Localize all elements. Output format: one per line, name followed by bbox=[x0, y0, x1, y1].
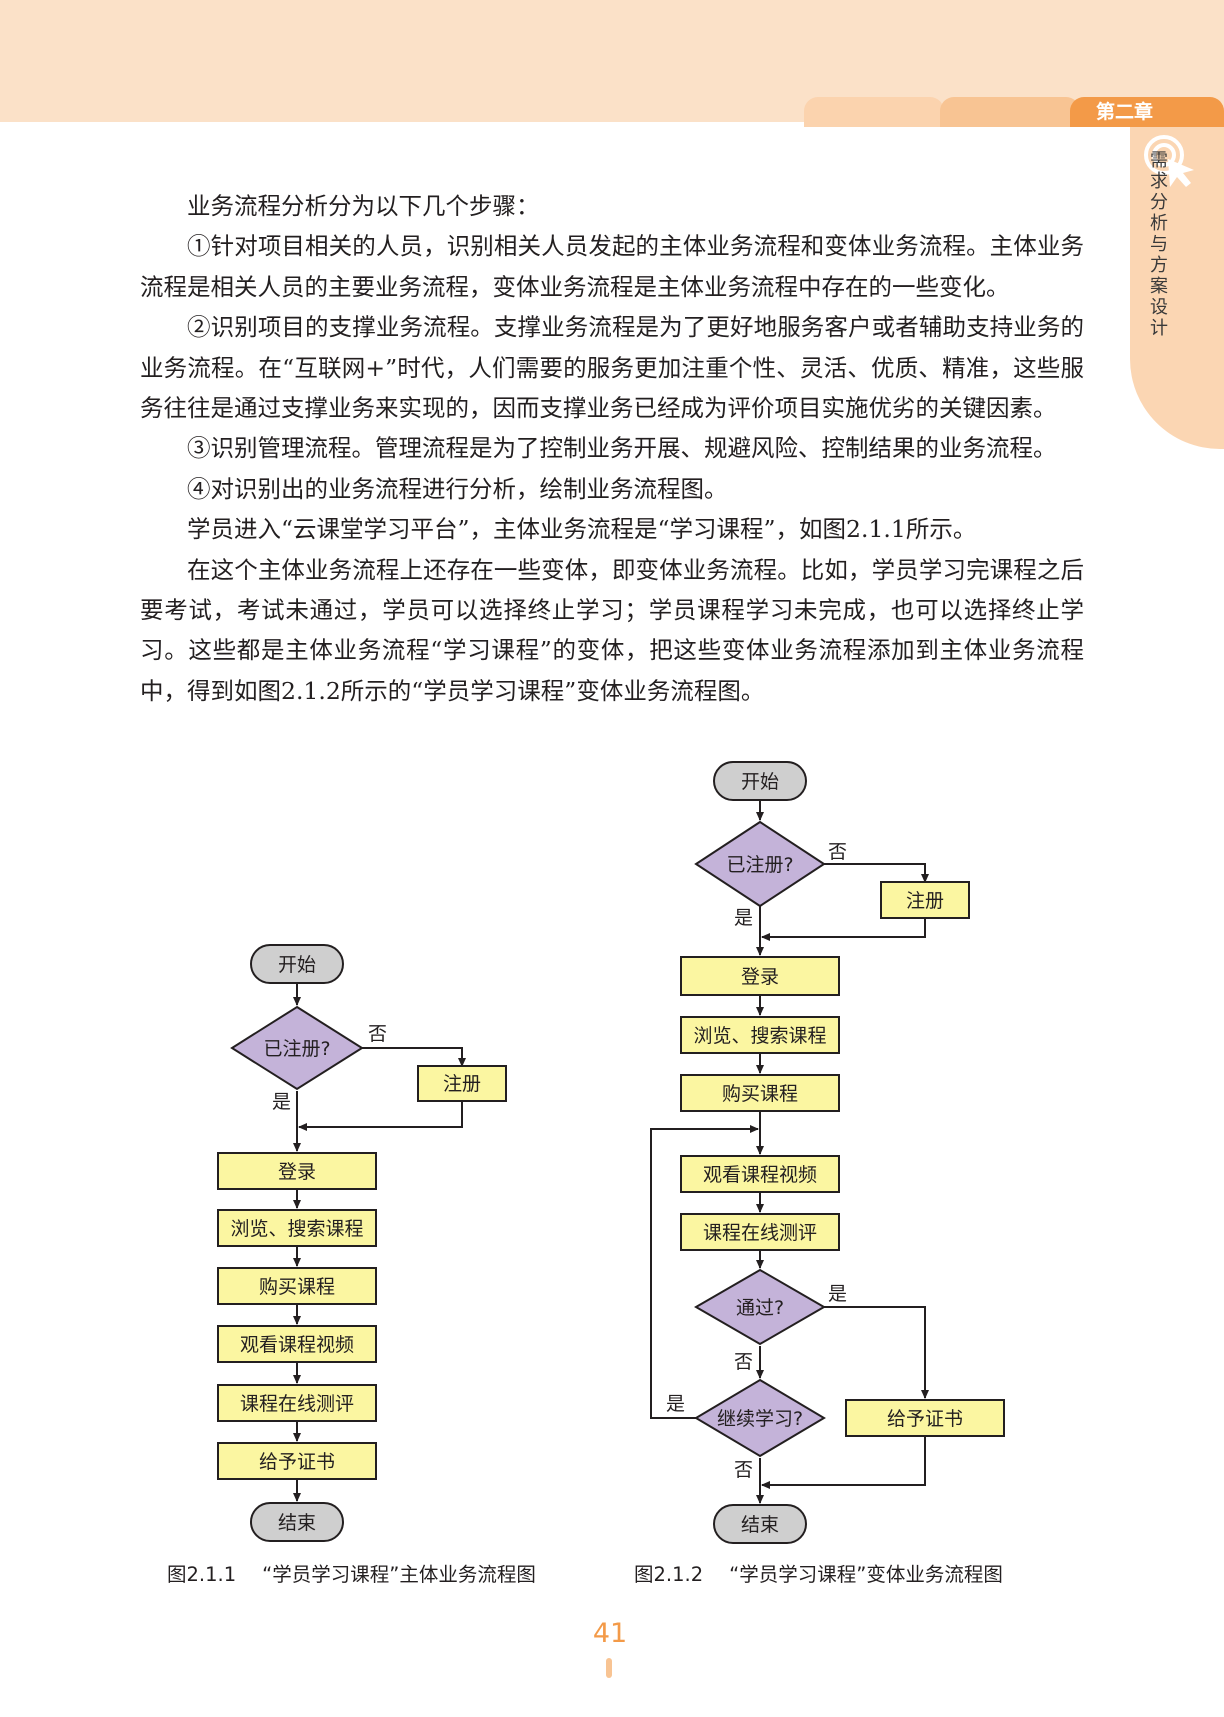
fig2-step-box bbox=[680, 1213, 840, 1251]
paragraph: ③识别管理流程。管理流程是为了控制业务开展、规避风险、控制结果的业务流程。 bbox=[187, 434, 1057, 463]
fig1-register-label: 注册 bbox=[443, 1073, 481, 1095]
fig2-register-box bbox=[880, 881, 970, 919]
fig2-certificate-label: 给予证书 bbox=[887, 1408, 963, 1430]
fig1-step-label: 给予证书 bbox=[259, 1451, 335, 1473]
fig2-pass-no-label: 否 bbox=[734, 1351, 753, 1373]
fig2-end-terminal bbox=[713, 1504, 807, 1544]
fig2-pass-decision bbox=[694, 1268, 826, 1346]
fig2-step-box bbox=[680, 1016, 840, 1054]
chapter-tab: 第二章 bbox=[1070, 97, 1224, 127]
fig2-no-label: 否 bbox=[828, 841, 847, 863]
fig1-step-label: 登录 bbox=[278, 1161, 316, 1183]
fig1-start-label: 开始 bbox=[278, 954, 316, 976]
fig2-continue-label: 继续学习? bbox=[717, 1408, 803, 1430]
fig1-step-label: 课程在线测评 bbox=[240, 1393, 354, 1415]
body-text: 业务流程分析分为以下几个步骤： ①针对项目相关的人员，识别相关人员发起的主体业务… bbox=[140, 186, 1084, 711]
fig2-continue-decision bbox=[694, 1378, 826, 1458]
figure1-caption-text: “学员学习课程”主体业务流程图 bbox=[262, 1563, 536, 1586]
fig2-continue-no-label: 否 bbox=[734, 1459, 753, 1481]
figure2-caption-number: 图2.1.2 bbox=[634, 1563, 704, 1586]
paragraph: 在这个主体业务流程上还存在一些变体，即变体业务流程。比如，学员学习完课程之后要考… bbox=[140, 555, 1084, 705]
fig1-end-label: 结束 bbox=[278, 1512, 316, 1534]
paragraph: ②识别项目的支撑业务流程。支撑业务流程是为了更好地服务客户或者辅助支持业务的业务… bbox=[140, 313, 1084, 423]
fig2-certificate-box bbox=[845, 1399, 1005, 1437]
paragraph: 学员进入“云课堂学习平台”，主体业务流程是“学习课程”，如图2.1.1所示。 bbox=[187, 515, 977, 544]
cursor-click-icon bbox=[1144, 135, 1194, 187]
fig1-step-label: 浏览、搜索课程 bbox=[230, 1218, 363, 1240]
page-number-tick bbox=[606, 1658, 612, 1678]
fig2-register-label: 注册 bbox=[906, 890, 944, 912]
header-tab-decor-2 bbox=[940, 97, 1080, 127]
fig1-registered-decision bbox=[230, 1005, 364, 1091]
fig2-step-box bbox=[680, 1155, 840, 1193]
paragraph: 业务流程分析分为以下几个步骤： bbox=[187, 192, 540, 220]
side-chapter-panel bbox=[1130, 127, 1224, 449]
fig2-step-box bbox=[680, 1074, 840, 1112]
fig2-step-label: 课程在线测评 bbox=[703, 1222, 817, 1244]
fig2-step-label: 观看课程视频 bbox=[703, 1164, 817, 1186]
fig2-pass-label: 通过? bbox=[736, 1297, 784, 1319]
fig2-pass-yes-label: 是 bbox=[828, 1283, 847, 1305]
fig1-step-box bbox=[217, 1209, 377, 1247]
fig2-end-label: 结束 bbox=[741, 1514, 779, 1536]
figure2-caption-text: “学员学习课程”变体业务流程图 bbox=[729, 1563, 1003, 1586]
fig1-step-label: 购买课程 bbox=[259, 1276, 335, 1298]
fig2-step-box bbox=[680, 956, 840, 996]
fig1-step-box bbox=[217, 1152, 377, 1190]
fig2-step-label: 购买课程 bbox=[722, 1083, 798, 1105]
fig2-registered-decision bbox=[694, 820, 826, 908]
figure2-flowchart: 开始 已注册? 否 是 注册 登录 浏览、搜索课程 购买课程 观看课程视频 课程… bbox=[666, 761, 1005, 1544]
paragraph: ④对识别出的业务流程进行分析，绘制业务流程图。 bbox=[187, 474, 728, 503]
paragraph: ①针对项目相关的人员，识别相关人员发起的主体业务流程和变体业务流程。主体业务流程… bbox=[140, 232, 1084, 301]
header-tab-decor-1 bbox=[804, 97, 944, 127]
figure1-caption: 图2.1.1 “学员学习课程”主体业务流程图 bbox=[167, 1558, 536, 1587]
fig1-end-terminal bbox=[250, 1502, 344, 1542]
fig2-step-label: 浏览、搜索课程 bbox=[693, 1025, 826, 1047]
fig2-registered-label: 已注册? bbox=[726, 854, 793, 876]
fig1-start-terminal bbox=[250, 944, 344, 984]
fig2-start-label: 开始 bbox=[741, 771, 779, 793]
fig1-step-box bbox=[217, 1442, 377, 1480]
page-number: 41 bbox=[592, 1618, 628, 1649]
fig1-step-box bbox=[217, 1267, 377, 1305]
fig1-step-box bbox=[217, 1325, 377, 1363]
fig2-yes-label: 是 bbox=[734, 907, 753, 929]
figure1-flowchart: 开始 已注册? 否 是 注册 登录 浏览、搜索课程 购买课程 观看课程视频 课程… bbox=[217, 944, 507, 1542]
fig2-start-terminal bbox=[713, 761, 807, 801]
fig2-step-label: 登录 bbox=[741, 966, 779, 988]
fig1-step-label: 观看课程视频 bbox=[240, 1334, 354, 1356]
fig2-continue-yes-label: 是 bbox=[666, 1393, 685, 1415]
fig1-register-box bbox=[417, 1065, 507, 1102]
figure2-caption: 图2.1.2 “学员学习课程”变体业务流程图 bbox=[634, 1558, 1003, 1587]
fig1-no-label: 否 bbox=[368, 1023, 387, 1045]
side-chapter-title: 需求分析与方案设计 bbox=[1150, 150, 1168, 339]
fig1-step-box bbox=[217, 1384, 377, 1422]
fig1-yes-label: 是 bbox=[272, 1091, 291, 1113]
fig1-registered-label: 已注册? bbox=[263, 1038, 330, 1060]
figure1-caption-number: 图2.1.1 bbox=[167, 1563, 237, 1586]
